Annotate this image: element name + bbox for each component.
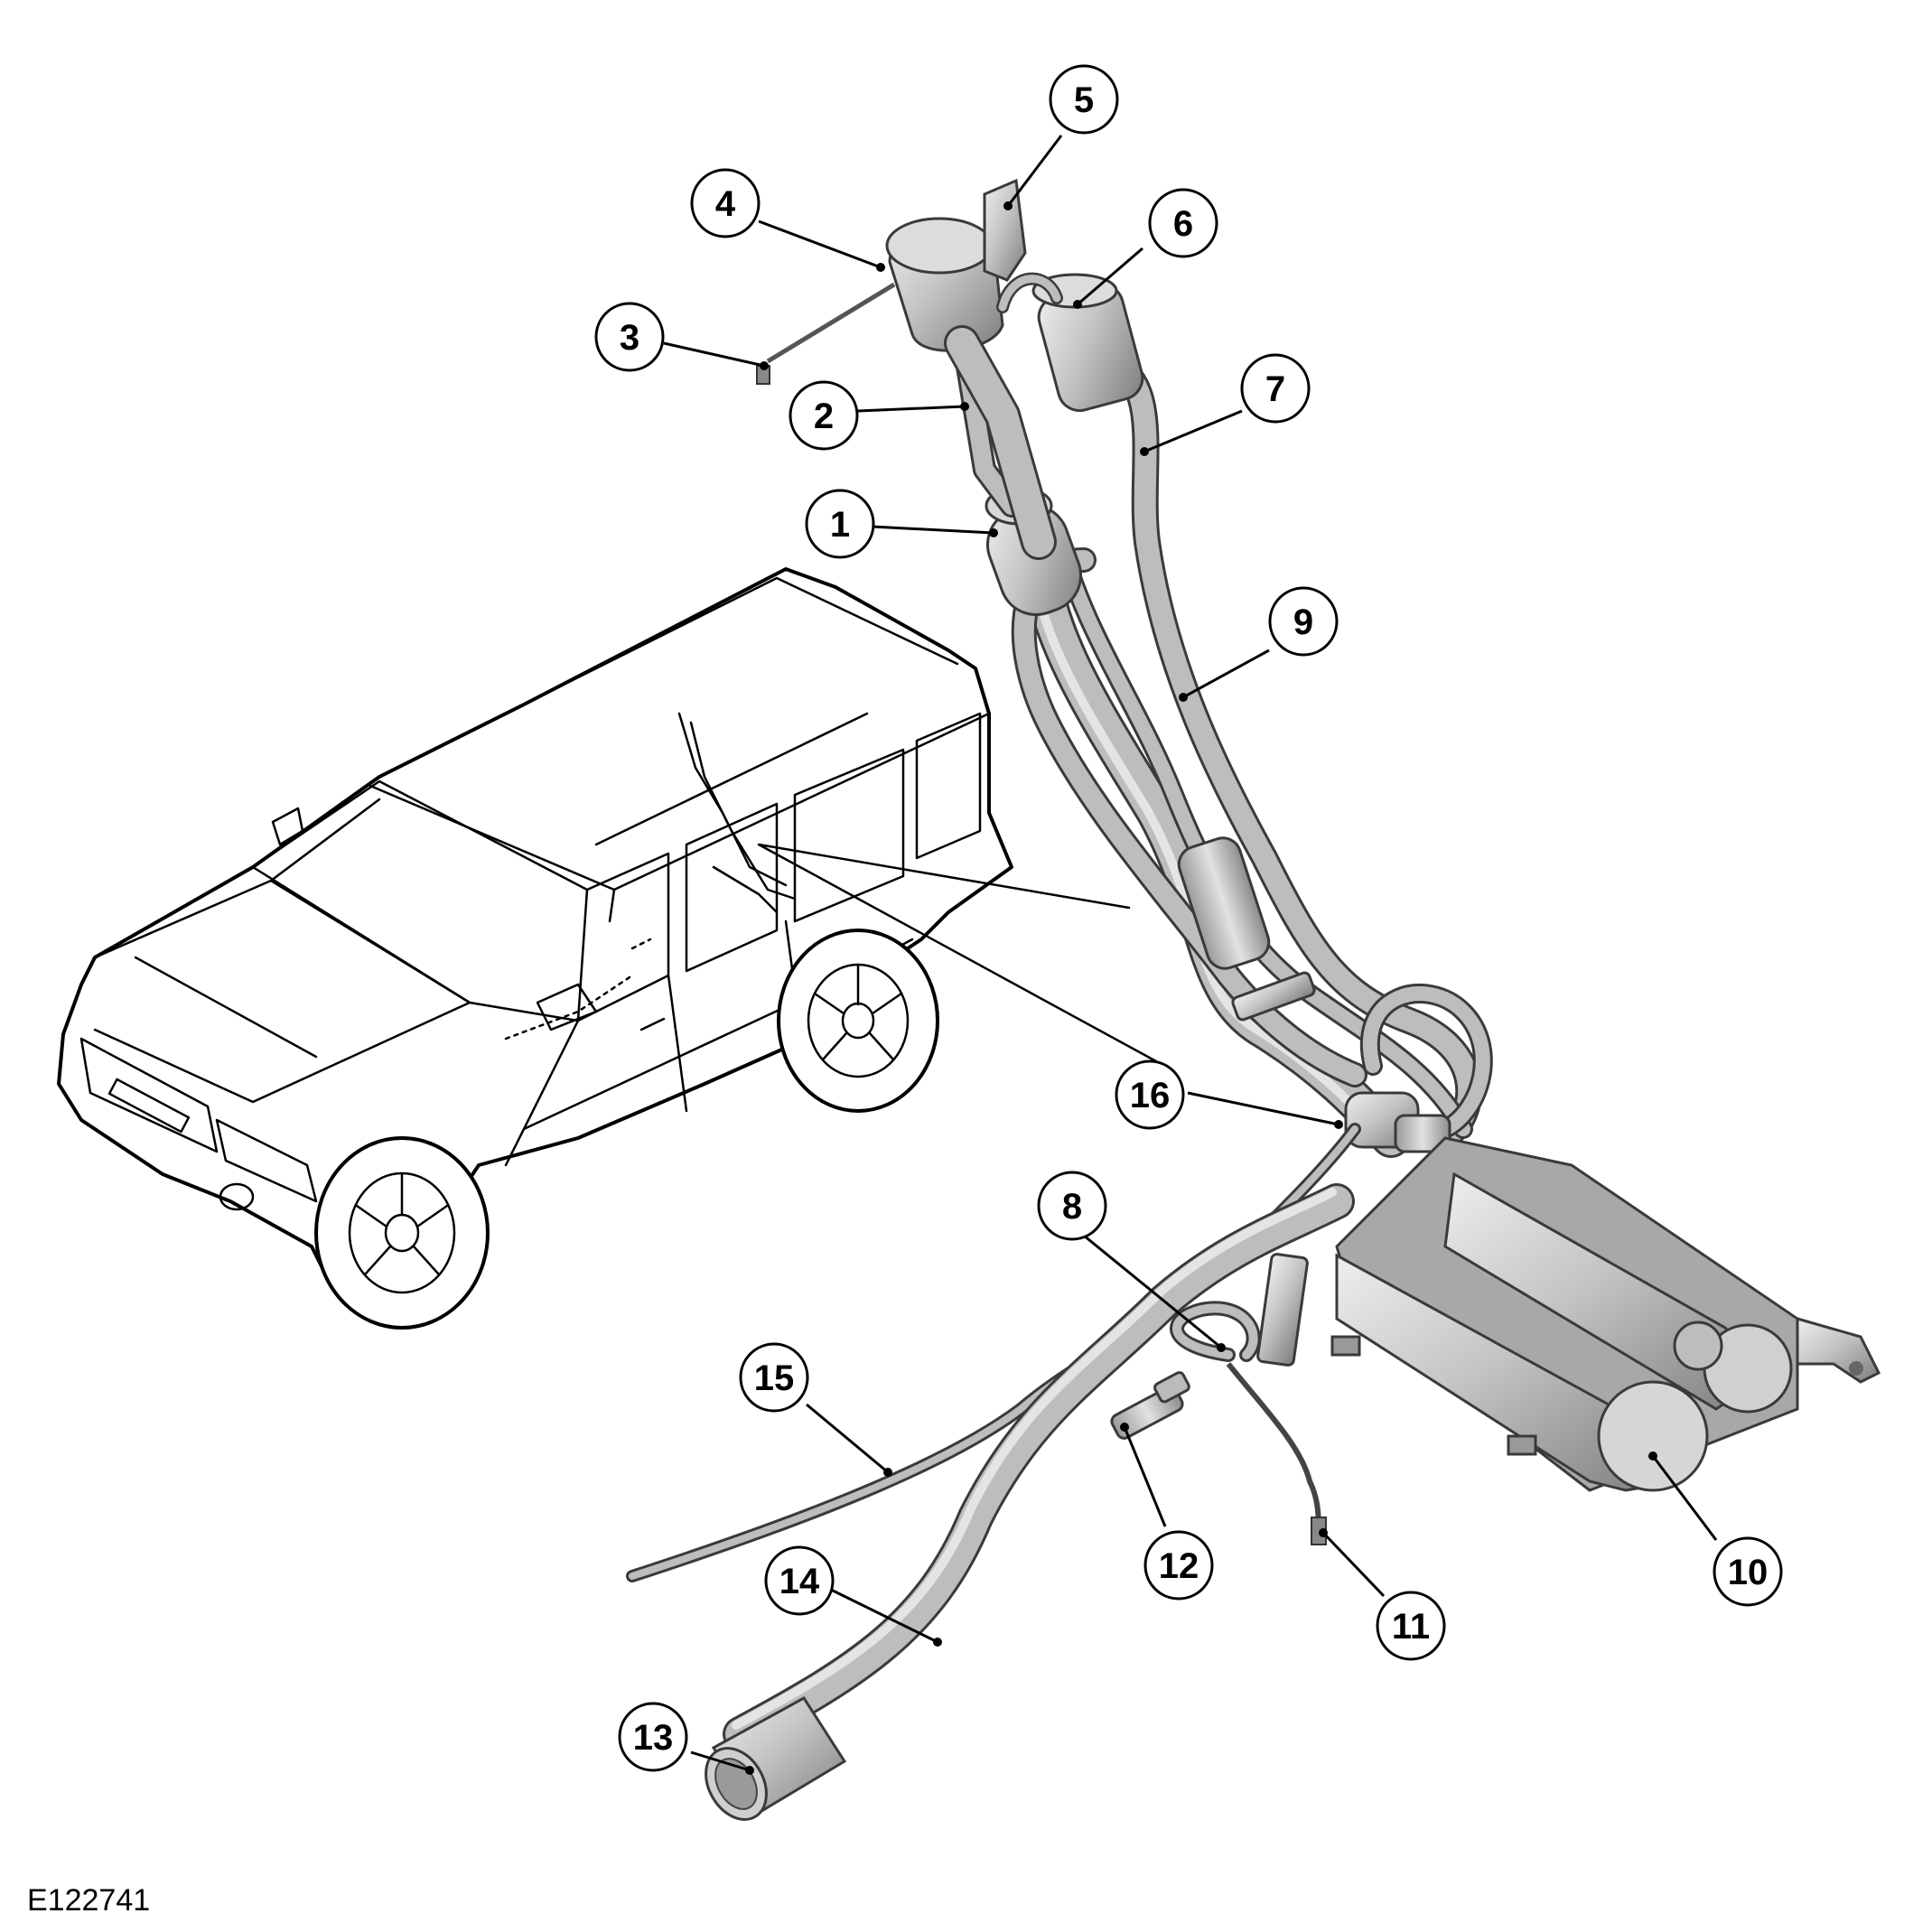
svg-text:14: 14 [779, 1562, 820, 1601]
tube-sleeve [1177, 836, 1271, 970]
callout-10: 10 [1713, 1536, 1783, 1607]
svg-text:16: 16 [1130, 1076, 1171, 1115]
callout-3: 3 [594, 302, 665, 372]
filler-neck-housing [885, 217, 1057, 560]
fuel-filler-pipe [723, 1183, 1355, 1752]
svg-text:12: 12 [1159, 1546, 1199, 1586]
figure-id: E122741 [27, 1883, 150, 1918]
svg-text:3: 3 [620, 318, 639, 358]
leader-lines [663, 135, 1718, 1775]
fuel-system-assembly [626, 178, 1881, 1821]
vehicle-locator-illustration [57, 567, 1158, 1330]
vent-valve-housing [996, 272, 1144, 413]
callout-11: 11 [1376, 1591, 1446, 1661]
release-cable [766, 282, 896, 364]
callout-16: 16 [1115, 1059, 1185, 1130]
quick-connector [1110, 1371, 1190, 1440]
callout-7: 7 [1240, 353, 1311, 424]
callout-1: 1 [805, 489, 875, 559]
svg-text:11: 11 [1392, 1607, 1430, 1647]
svg-text:6: 6 [1173, 204, 1193, 244]
callout-14: 14 [764, 1545, 835, 1616]
callout-4: 4 [690, 168, 761, 238]
svg-text:2: 2 [814, 397, 834, 436]
vent-tube-bundle [1011, 348, 1483, 1158]
callout-12: 12 [1143, 1530, 1214, 1601]
callout-2: 2 [789, 380, 859, 451]
svg-text:7: 7 [1265, 369, 1285, 409]
fuel-filler-inlet [705, 1696, 847, 1821]
svg-text:8: 8 [1062, 1187, 1082, 1227]
drain-line [1226, 1362, 1321, 1536]
purge-valve [1344, 1091, 1451, 1153]
svg-text:5: 5 [1074, 80, 1094, 120]
evap-canister-assembly [1256, 1136, 1881, 1492]
svg-text:1: 1 [830, 505, 850, 545]
callout-5: 5 [1049, 64, 1119, 135]
svg-text:13: 13 [633, 1718, 674, 1758]
callout-6: 6 [1148, 188, 1218, 258]
callout-8: 8 [1037, 1171, 1107, 1241]
svg-text:4: 4 [715, 184, 736, 224]
tube-clip [1231, 971, 1316, 1022]
callout-15: 15 [739, 1342, 809, 1413]
svg-text:15: 15 [754, 1358, 795, 1398]
svg-text:9: 9 [1293, 602, 1313, 642]
callout-9: 9 [1268, 586, 1339, 657]
callout-13: 13 [618, 1702, 688, 1772]
svg-text:10: 10 [1728, 1553, 1769, 1592]
mounting-bracket [983, 178, 1027, 282]
